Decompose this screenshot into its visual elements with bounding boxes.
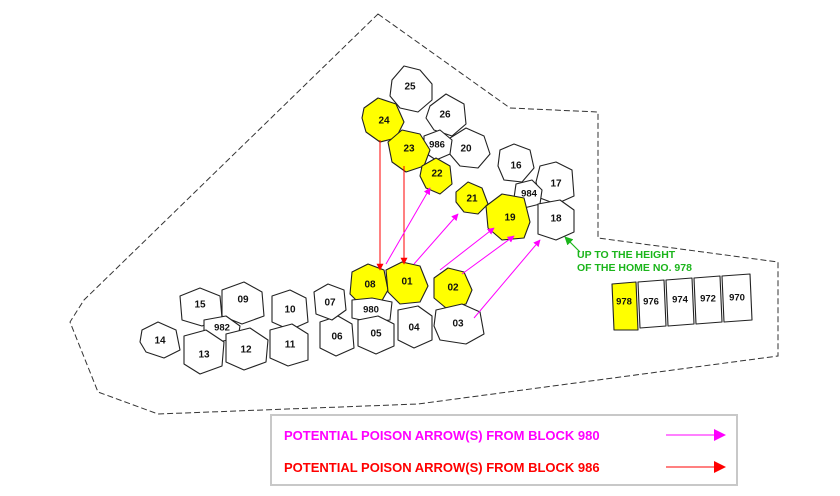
home-974: 974 <box>665 277 695 327</box>
block-label-18: 18 <box>550 214 562 225</box>
block-label-06: 06 <box>331 332 343 343</box>
block-11: 11 <box>269 323 309 367</box>
block-label-982: 982 <box>214 323 230 334</box>
block-label-984: 984 <box>521 189 538 200</box>
block-label-10: 10 <box>284 305 296 316</box>
arrows-block-986 <box>376 140 408 271</box>
block-label-972: 972 <box>700 294 716 305</box>
block-13: 13 <box>183 329 225 375</box>
block-label-21: 21 <box>466 194 478 205</box>
legend-arrow-986 <box>666 461 726 473</box>
block-label-978: 978 <box>616 297 632 308</box>
block-label-974: 974 <box>672 295 689 306</box>
block-22: 22 <box>419 157 453 195</box>
legend: POTENTIAL POISON ARROW(S) FROM BLOCK 980… <box>270 414 738 486</box>
legend-text-980: POTENTIAL POISON ARROW(S) FROM BLOCK 980 <box>284 427 600 443</box>
block-label-986: 986 <box>429 140 445 151</box>
block-label-20: 20 <box>460 144 472 155</box>
block-label-11: 11 <box>285 340 296 351</box>
home-970: 970 <box>721 273 753 323</box>
block-label-22: 22 <box>431 169 443 180</box>
arrow-980-1 <box>385 187 431 265</box>
block-10: 10 <box>271 289 309 331</box>
home-972: 972 <box>693 275 723 325</box>
block-02: 02 <box>433 267 473 309</box>
block-03: 03 <box>433 303 485 345</box>
legend-text-986: POTENTIAL POISON ARROW(S) FROM BLOCK 986 <box>284 459 600 475</box>
block-label-04: 04 <box>408 323 420 334</box>
site-boundary <box>69 13 779 415</box>
block-label-16: 16 <box>510 161 522 172</box>
block-18: 18 <box>537 199 575 241</box>
block-label-08: 08 <box>364 280 376 291</box>
block-label-25: 25 <box>404 82 416 93</box>
home-978: 978 <box>611 281 639 331</box>
height-note-line2: OF THE HOME NO. 978 <box>577 262 692 274</box>
block-label-24: 24 <box>378 116 390 127</box>
block-26: 26 <box>425 93 467 137</box>
block-label-970: 970 <box>729 293 745 304</box>
home-976: 976 <box>637 279 667 329</box>
block-01: 01 <box>385 261 429 305</box>
arrow-980-2 <box>413 213 459 265</box>
block-label-02: 02 <box>447 283 459 294</box>
arrow-980-4 <box>461 235 515 275</box>
block-980: 980 <box>351 297 393 323</box>
block-label-23: 23 <box>403 144 415 155</box>
block-label-15: 15 <box>194 300 206 311</box>
block-label-12: 12 <box>240 345 252 356</box>
block-23: 23 <box>387 129 431 173</box>
block-21: 21 <box>455 181 489 215</box>
block-04: 04 <box>397 305 433 349</box>
height-note-line1: UP TO THE HEIGHT <box>577 249 676 261</box>
legend-arrow-980 <box>666 429 726 441</box>
block-17: 17 <box>535 161 575 205</box>
block-25: 25 <box>389 65 433 113</box>
block-12: 12 <box>225 327 269 371</box>
block-label-19: 19 <box>504 213 516 224</box>
block-label-05: 05 <box>370 329 382 340</box>
block-label-01: 01 <box>401 277 413 288</box>
legend-item-980: POTENTIAL POISON ARROW(S) FROM BLOCK 980 <box>284 426 600 444</box>
block-16: 16 <box>497 143 535 183</box>
height-note-arrow <box>564 236 581 253</box>
arrow-980-5 <box>473 239 541 319</box>
block-05: 05 <box>357 315 395 355</box>
block-19: 19 <box>485 193 531 241</box>
block-label-09: 09 <box>237 295 249 306</box>
block-label-26: 26 <box>439 110 451 121</box>
block-08: 08 <box>349 263 389 307</box>
legend-item-986: POTENTIAL POISON ARROW(S) FROM BLOCK 986 <box>284 458 600 476</box>
block-label-13: 13 <box>198 350 210 361</box>
block-label-07: 07 <box>324 298 336 309</box>
block-label-03: 03 <box>452 319 464 330</box>
arrow-980-3 <box>439 227 495 271</box>
block-label-976: 976 <box>643 297 659 308</box>
block-06: 06 <box>319 315 355 357</box>
block-label-980: 980 <box>363 305 379 316</box>
block-07: 07 <box>313 283 347 321</box>
block-label-17: 17 <box>550 179 562 190</box>
block-label-14: 14 <box>154 336 166 347</box>
arrows-block-980 <box>385 187 541 319</box>
block-14: 14 <box>139 321 181 359</box>
